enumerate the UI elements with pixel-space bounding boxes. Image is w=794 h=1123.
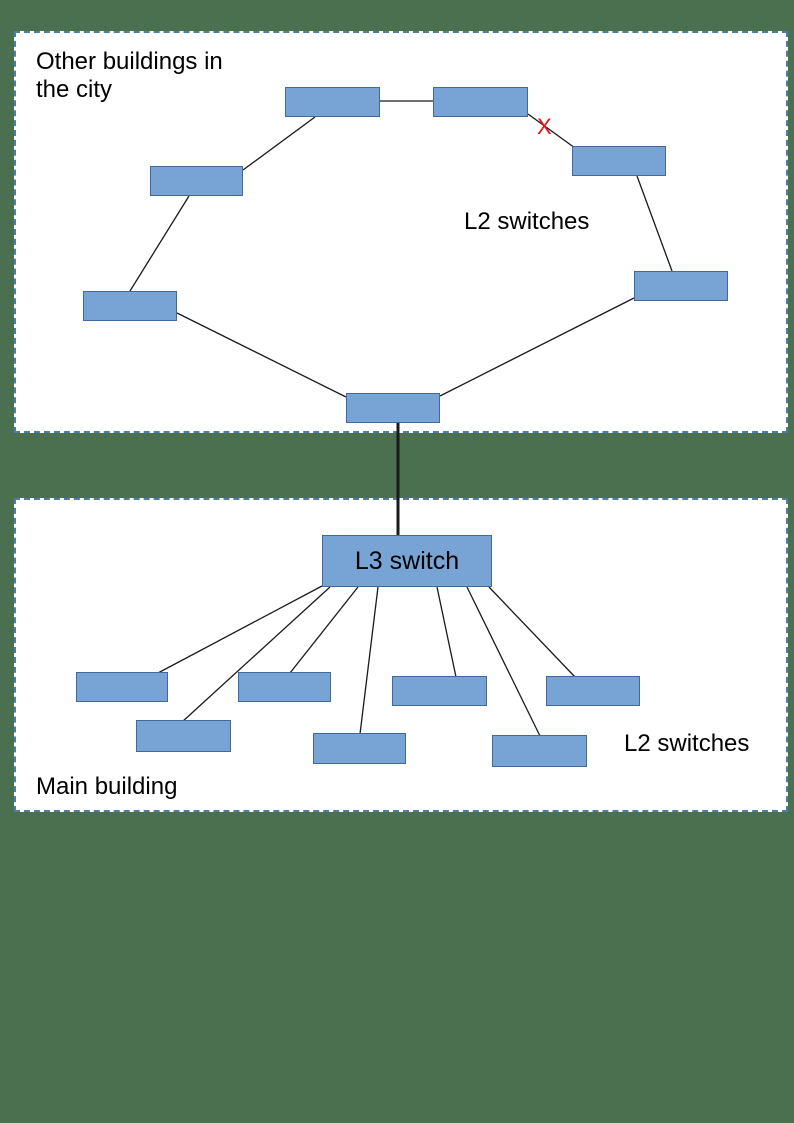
link-failure-x-icon: X — [537, 114, 552, 139]
node-l2-switch[interactable] — [546, 676, 640, 706]
panel-label-main-building: Main building — [36, 773, 178, 800]
node-l2-switch[interactable] — [238, 672, 331, 702]
panel-label-other-buildings: Other buildings in the city — [36, 48, 223, 104]
node-l2-switch[interactable] — [313, 733, 406, 764]
legend-label-l2-switches-main: L2 switches — [624, 730, 750, 757]
node-l2-switch[interactable] — [285, 87, 380, 117]
node-l2-switch[interactable] — [83, 291, 177, 321]
node-l2-switch[interactable] — [572, 146, 666, 176]
node-l2-switch[interactable] — [492, 735, 587, 767]
node-l2-switch[interactable] — [76, 672, 168, 702]
node-l2-switch[interactable] — [392, 676, 487, 706]
node-l2-switch[interactable] — [346, 393, 440, 423]
node-l2-switch[interactable] — [634, 271, 728, 301]
node-label: L3 switch — [354, 546, 460, 575]
node-l3-switch[interactable]: L3 switch — [322, 535, 492, 587]
node-l2-switch[interactable] — [136, 720, 231, 752]
node-l2-switch[interactable] — [433, 87, 528, 117]
node-l2-switch[interactable] — [150, 166, 243, 196]
legend-label-l2-switches-city: L2 switches — [464, 208, 590, 235]
